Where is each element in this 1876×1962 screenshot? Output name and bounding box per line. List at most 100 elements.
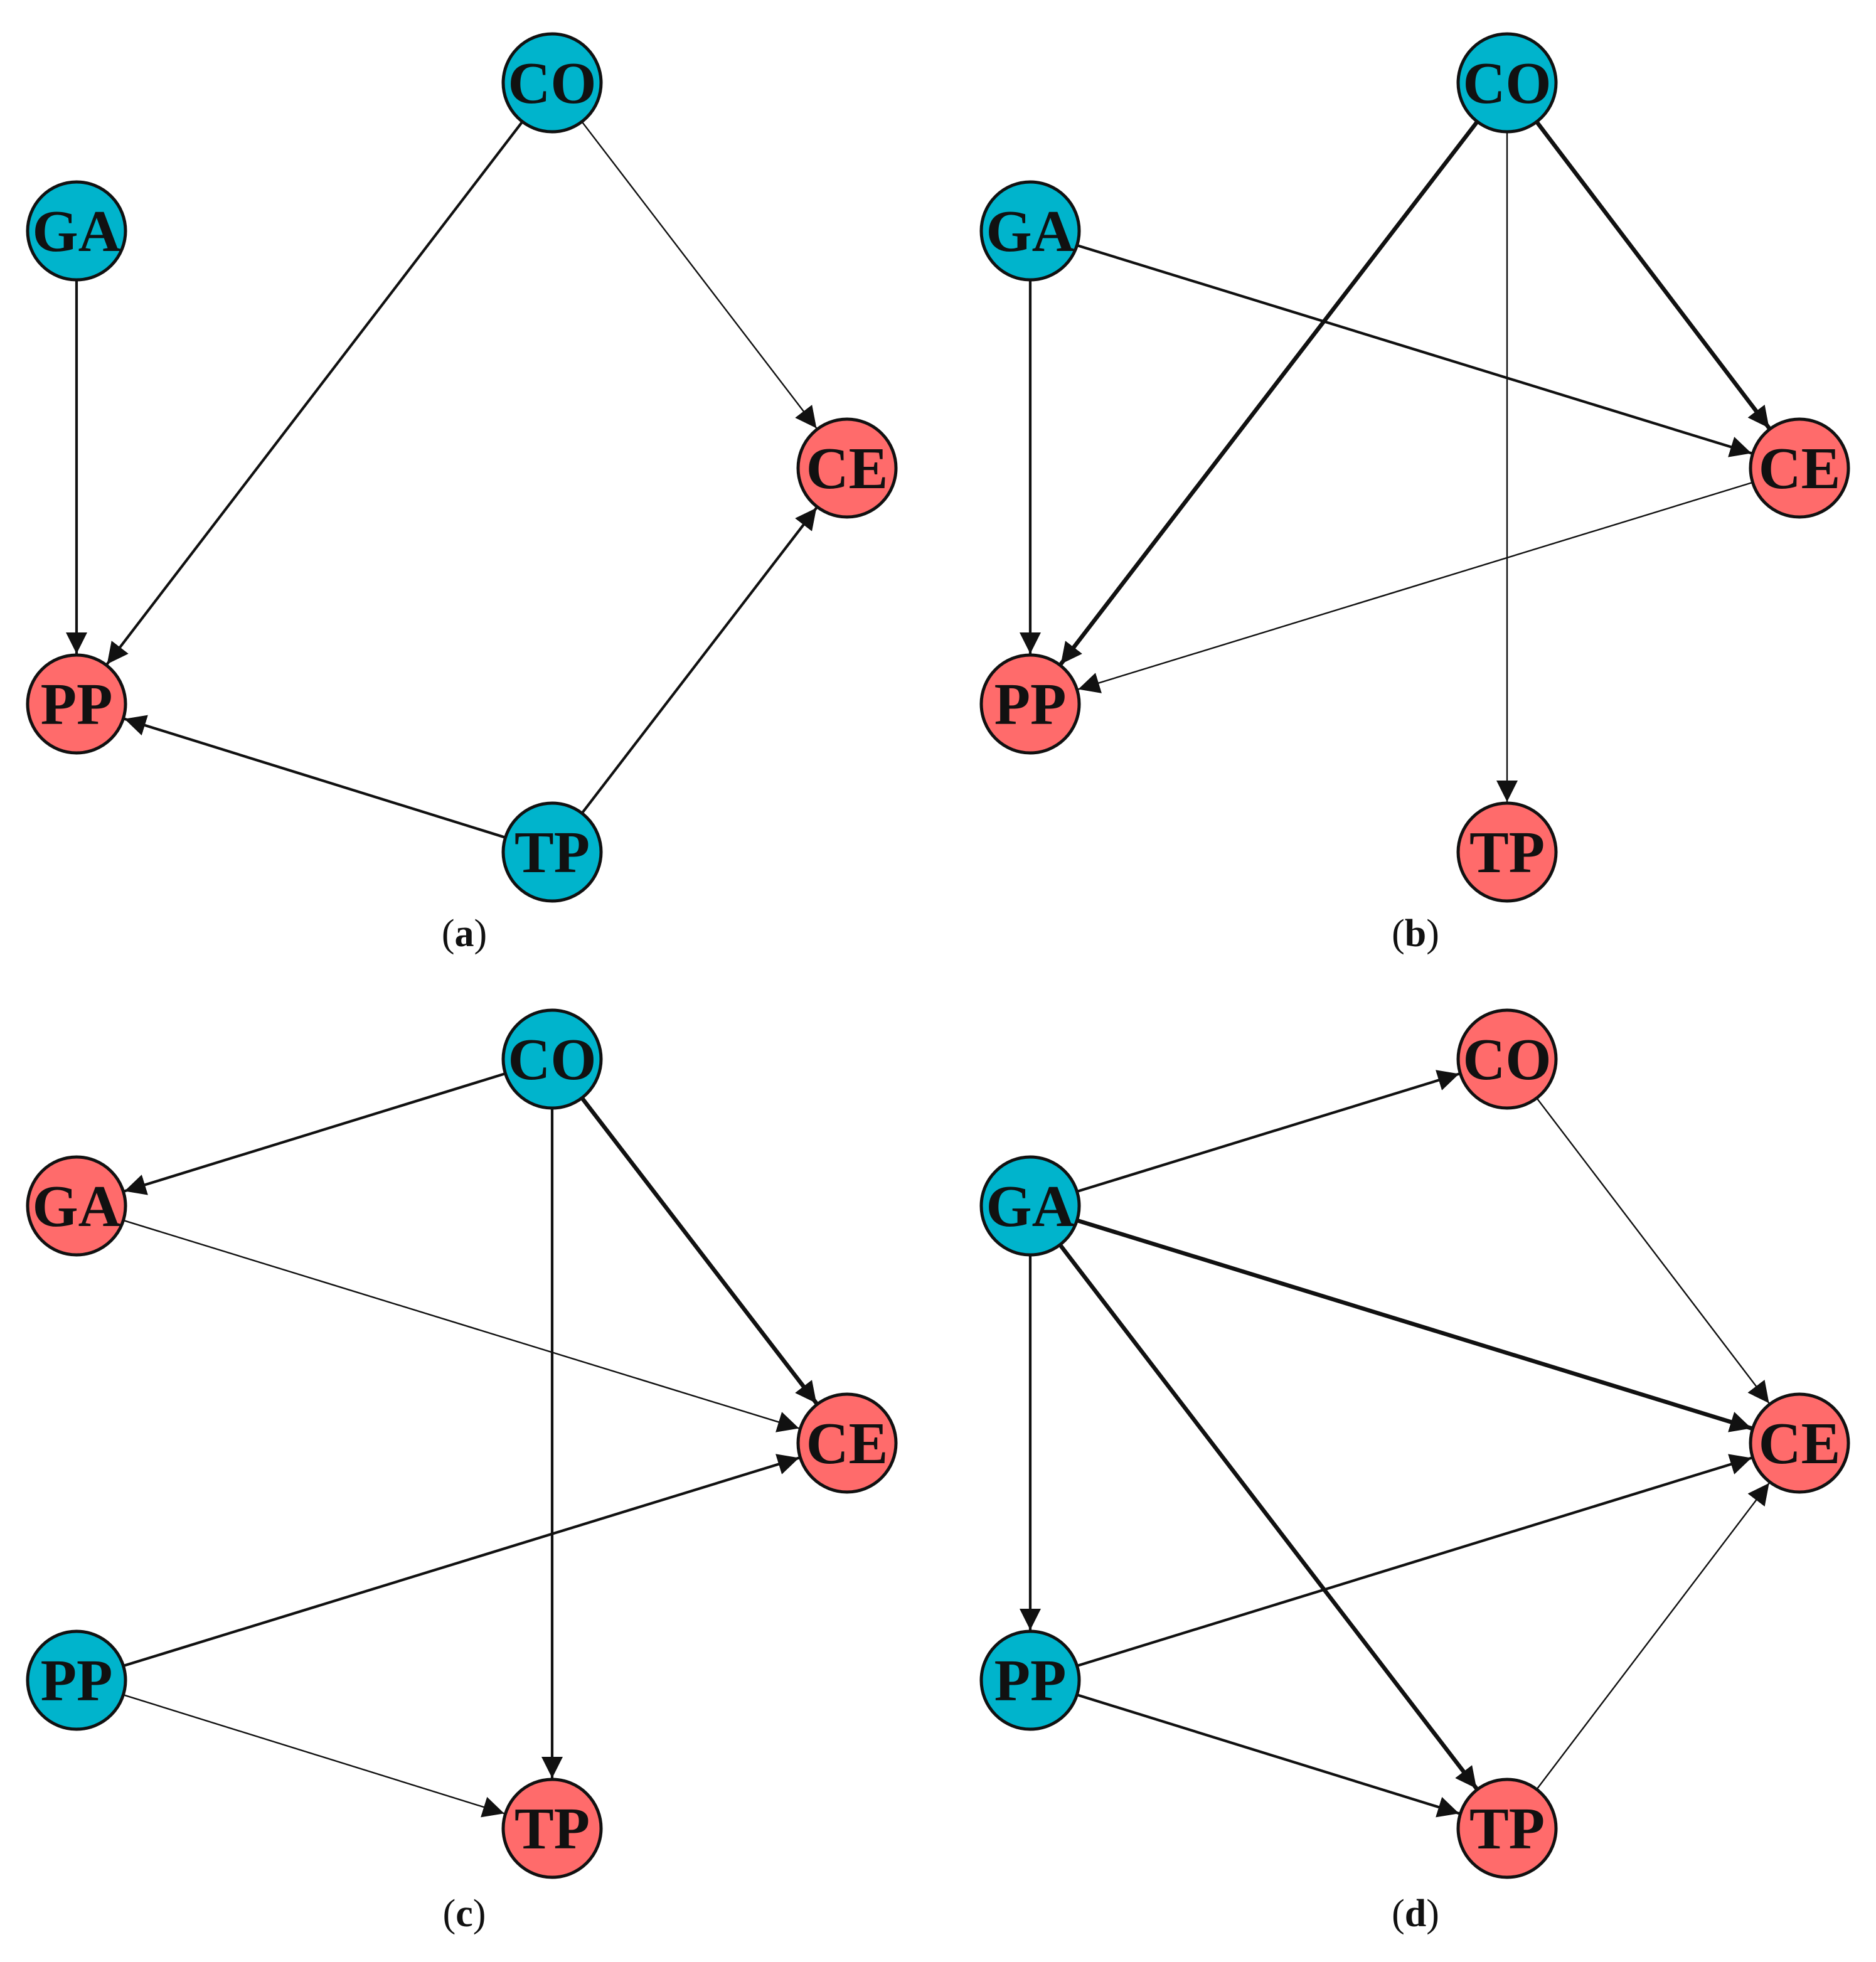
node-label: PP bbox=[41, 672, 113, 737]
node-label: TP bbox=[1469, 820, 1545, 885]
node-circle bbox=[1456, 32, 1558, 134]
node-ga: GA bbox=[979, 1155, 1081, 1257]
panel-c: CO GA CE PP TP (c) bbox=[26, 1008, 898, 1935]
node-circle bbox=[1749, 417, 1850, 519]
panels-layer: COGACEPPTP(a)COGACEPPTP(b)COGACEPPTP(c)C… bbox=[26, 32, 1850, 1935]
node-circle bbox=[26, 180, 127, 282]
node-circle bbox=[501, 32, 603, 134]
node-co: CO bbox=[1456, 1008, 1558, 1110]
node-pp: PP bbox=[26, 653, 127, 755]
panel-a: CO GA CE PP TP (a) bbox=[26, 32, 898, 955]
edge-tp-to-ce bbox=[580, 507, 818, 814]
node-tp: TP bbox=[501, 1778, 603, 1879]
edge-co-to-pp bbox=[105, 120, 524, 665]
node-ga: GA bbox=[979, 180, 1081, 282]
panel-b-edges bbox=[1020, 120, 1771, 802]
edge-co-to-ce bbox=[1535, 120, 1771, 430]
edge-ga-to-ce bbox=[1076, 243, 1752, 457]
node-circle bbox=[796, 417, 898, 519]
edge-pp-to-tp bbox=[1076, 1693, 1460, 1818]
panel-caption-letter: c bbox=[456, 1892, 473, 1935]
node-label: CO bbox=[1463, 1027, 1552, 1092]
edge-co-to-ce bbox=[1536, 1097, 1770, 1404]
edge-co-to-ce bbox=[581, 121, 818, 429]
panel-c-edges bbox=[122, 1072, 818, 1818]
edge-co-to-ce bbox=[580, 1096, 818, 1405]
panel-a-edges bbox=[66, 120, 818, 839]
node-circle bbox=[501, 1778, 603, 1879]
node-label: CO bbox=[1463, 51, 1552, 116]
node-pp: PP bbox=[979, 653, 1081, 755]
node-label: CE bbox=[806, 436, 888, 501]
panel-caption-letter: d bbox=[1405, 1892, 1426, 1935]
edge-ga-to-tp bbox=[1058, 1243, 1478, 1790]
node-circle bbox=[26, 1155, 127, 1257]
node-circle bbox=[1749, 1392, 1850, 1494]
node-circle bbox=[796, 1392, 898, 1494]
node-label: PP bbox=[994, 672, 1067, 737]
edge-co-to-ga bbox=[124, 1072, 506, 1195]
edge-tp-to-pp bbox=[124, 715, 506, 839]
node-label: TP bbox=[514, 1796, 590, 1862]
node-label: CO bbox=[508, 1027, 597, 1092]
edge-ga-to-co bbox=[1076, 1070, 1460, 1193]
node-circle bbox=[979, 1155, 1081, 1257]
panel-caption: (c) bbox=[443, 1892, 486, 1935]
panel-caption: (d) bbox=[1392, 1892, 1439, 1935]
node-circle bbox=[26, 1629, 127, 1731]
node-label: TP bbox=[514, 820, 590, 885]
node-circle bbox=[501, 801, 603, 903]
edge-co-to-pp bbox=[1059, 120, 1479, 666]
node-pp: PP bbox=[26, 1629, 127, 1731]
panel-d: CO GA CE PP TP (d) bbox=[979, 1008, 1850, 1935]
node-pp: PP bbox=[979, 1629, 1081, 1731]
node-circle bbox=[26, 653, 127, 755]
node-circle bbox=[1456, 1778, 1558, 1879]
node-tp: TP bbox=[501, 801, 603, 903]
node-circle bbox=[979, 180, 1081, 282]
node-ce: CE bbox=[796, 1392, 898, 1494]
edge-ga-to-ce bbox=[1076, 1218, 1752, 1432]
panel-caption: (b) bbox=[1392, 912, 1439, 955]
node-tp: TP bbox=[1456, 1778, 1558, 1879]
node-co: CO bbox=[501, 32, 603, 134]
panel-b-nodes: CO GA CE PP TP bbox=[979, 32, 1850, 903]
node-label: GA bbox=[986, 1174, 1075, 1239]
node-label: CO bbox=[508, 51, 597, 116]
node-ce: CE bbox=[796, 417, 898, 519]
node-circle bbox=[1456, 801, 1558, 903]
edge-pp-to-ce bbox=[122, 1454, 800, 1668]
node-ga: GA bbox=[26, 180, 127, 282]
edge-tp-to-ce bbox=[1536, 1482, 1770, 1790]
node-circle bbox=[501, 1008, 603, 1110]
node-label: TP bbox=[1469, 1796, 1545, 1862]
node-label: CE bbox=[806, 1411, 888, 1476]
panel-caption-letter: a bbox=[455, 912, 474, 955]
panel-c-nodes: CO GA CE PP TP bbox=[26, 1008, 898, 1879]
node-circle bbox=[979, 1629, 1081, 1731]
node-circle bbox=[1456, 1008, 1558, 1110]
panel-d-nodes: CO GA CE PP TP bbox=[979, 1008, 1850, 1879]
edge-pp-to-tp bbox=[123, 1694, 504, 1818]
node-ce: CE bbox=[1749, 417, 1850, 519]
node-label: GA bbox=[33, 1174, 121, 1239]
panel-b: CO GA CE PP TP (b) bbox=[979, 32, 1850, 955]
node-label: CE bbox=[1759, 436, 1841, 501]
panel-d-edges bbox=[1020, 1070, 1770, 1818]
node-label: CE bbox=[1759, 1411, 1841, 1476]
node-co: CO bbox=[1456, 32, 1558, 134]
node-ce: CE bbox=[1749, 1392, 1850, 1494]
panel-a-nodes: CO GA CE PP TP bbox=[26, 32, 898, 903]
node-label: PP bbox=[41, 1648, 113, 1714]
node-ga: GA bbox=[26, 1155, 127, 1257]
node-label: GA bbox=[986, 199, 1075, 264]
node-co: CO bbox=[501, 1008, 603, 1110]
node-label: PP bbox=[994, 1648, 1067, 1714]
node-tp: TP bbox=[1456, 801, 1558, 903]
panel-caption: (a) bbox=[442, 912, 487, 955]
edge-ga-to-ce bbox=[123, 1219, 799, 1432]
edge-ce-to-pp bbox=[1078, 481, 1753, 693]
node-label: GA bbox=[33, 199, 121, 264]
panel-caption-letter: b bbox=[1405, 912, 1426, 955]
